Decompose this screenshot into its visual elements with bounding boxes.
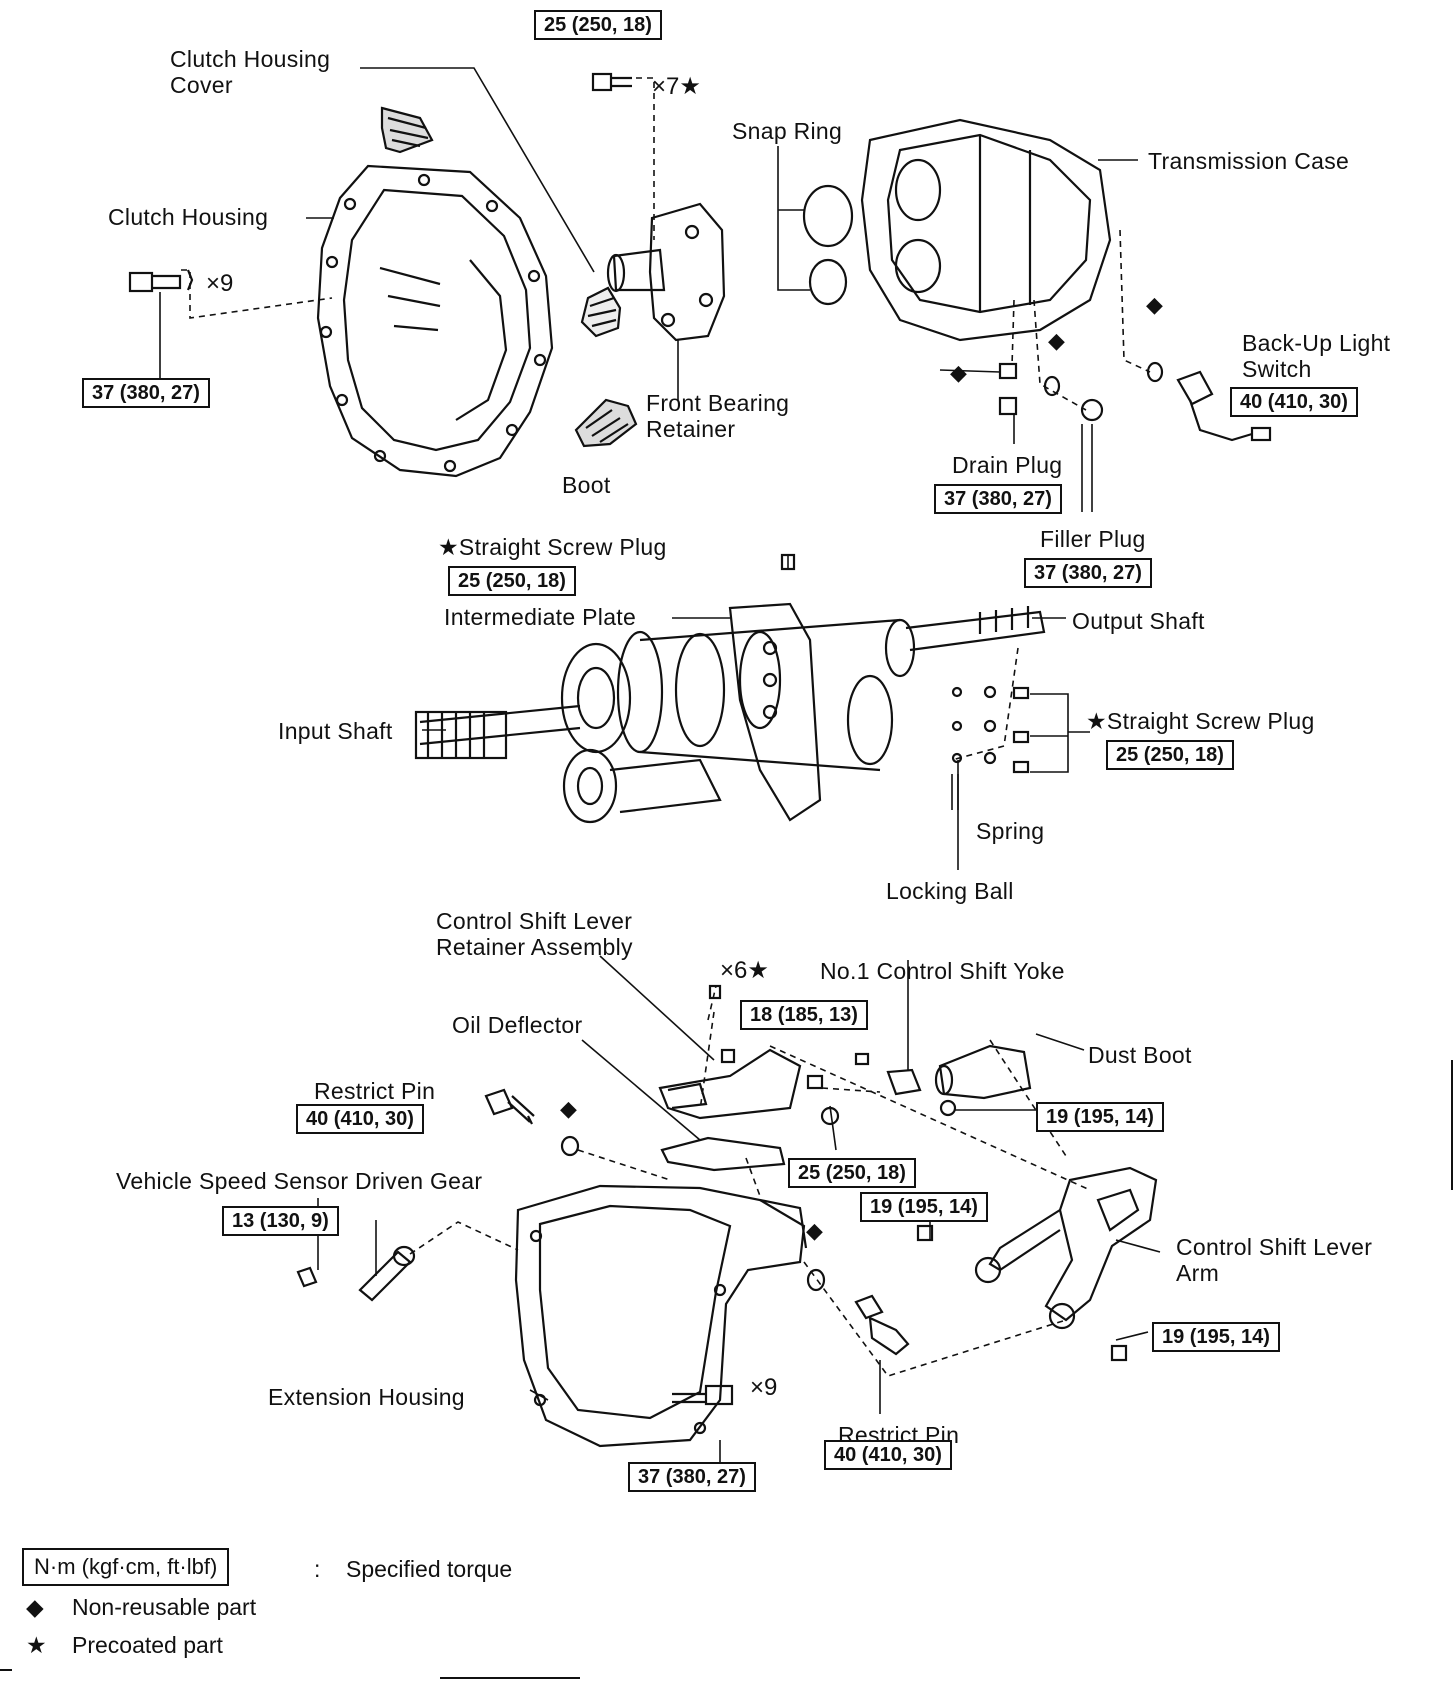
page-edge-marks bbox=[0, 1060, 1453, 1679]
restrict-pin-upper-part bbox=[484, 1088, 535, 1125]
torque-filler-plug: 37 (380, 27) bbox=[1024, 558, 1152, 588]
speed-sensor-driven-gear-part bbox=[296, 1245, 416, 1302]
torque-lever-arm-upper: 19 (195, 14) bbox=[860, 1192, 988, 1222]
multiplier-retainer-assembly: ×6★ bbox=[720, 957, 769, 984]
torque-extension-housing-bolts: 37 (380, 27) bbox=[628, 1462, 756, 1492]
label-no1-control-shift-yoke: No.1 Control Shift Yoke bbox=[820, 958, 1065, 984]
non-reusable-marker: ◆ bbox=[950, 360, 967, 385]
multiplier-extension-housing: ×9 bbox=[750, 1374, 778, 1401]
control-shift-lever-arm-part bbox=[974, 1166, 1158, 1330]
torque-retainer-assembly-bolts: 18 (185, 13) bbox=[740, 1000, 868, 1030]
dust-boot-part bbox=[934, 1044, 1032, 1117]
torque-oil-deflector-bolt: 25 (250, 18) bbox=[788, 1158, 916, 1188]
label-drain-plug: Drain Plug bbox=[952, 452, 1063, 478]
drain-plug-part bbox=[998, 362, 1018, 416]
extension-housing-part bbox=[514, 1184, 808, 1448]
legend-diamond-symbol: ◆ bbox=[26, 1594, 44, 1620]
bolt-part bbox=[1110, 1344, 1128, 1362]
multiplier-front-retainer: ×7★ bbox=[652, 73, 701, 100]
restrict-pin-lower-part bbox=[854, 1294, 910, 1356]
label-vehicle-speed-sensor-driven-gear: Vehicle Speed Sensor Driven Gear bbox=[116, 1168, 483, 1194]
oil-deflector-part bbox=[660, 1136, 786, 1172]
bolt-part bbox=[672, 1392, 706, 1404]
transmission-case-part bbox=[860, 118, 1112, 342]
legend-non-reusable-part: Non-reusable part bbox=[72, 1594, 257, 1620]
label-straight-screw-plug-top-text: Straight Screw Plug bbox=[458, 534, 667, 560]
label-control-shift-lever-retainer: Control Shift Lever Retainer Assembly bbox=[436, 908, 633, 960]
bolt-part bbox=[806, 1074, 824, 1090]
back-up-light-switch-part bbox=[1146, 361, 1272, 442]
torque-speed-sensor: 13 (130, 9) bbox=[222, 1206, 339, 1236]
bolt-part bbox=[708, 984, 722, 1000]
label-straight-screw-plug-top: ★Straight Screw Plug bbox=[438, 534, 667, 560]
legend-precoated-part: Precoated part bbox=[72, 1632, 223, 1658]
non-reusable-marker: ◆ bbox=[1146, 292, 1163, 317]
filler-plug-part bbox=[1043, 375, 1104, 422]
legend-star-symbol: ★ bbox=[26, 1632, 47, 1658]
legend-torque-unit-box: N·m (kgf·cm, ft·lbf) bbox=[22, 1548, 230, 1586]
torque-straight-screw-plug-right: 25 (250, 18) bbox=[1106, 740, 1234, 770]
label-dust-boot: Dust Boot bbox=[1088, 1042, 1192, 1068]
label-clutch-housing-cover: Clutch Housing Cover bbox=[170, 46, 331, 98]
torque-lever-arm-lower: 19 (195, 14) bbox=[1152, 1322, 1280, 1352]
torque-restrict-pin-upper: 40 (410, 30) bbox=[296, 1104, 424, 1134]
star-symbol: ★ bbox=[1086, 708, 1107, 734]
non-reusable-marker: ◆ bbox=[560, 1096, 577, 1121]
label-intermediate-plate: Intermediate Plate bbox=[444, 604, 637, 630]
bolt-part bbox=[611, 76, 632, 88]
torque-straight-screw-plug-top: 25 (250, 18) bbox=[448, 566, 576, 596]
label-filler-plug: Filler Plug bbox=[1040, 526, 1146, 552]
bolt-part bbox=[591, 72, 613, 92]
label-spring: Spring bbox=[976, 818, 1045, 844]
label-oil-deflector: Oil Deflector bbox=[452, 1012, 583, 1038]
label-input-shaft: Input Shaft bbox=[278, 718, 393, 744]
legend-colon: : bbox=[314, 1556, 321, 1582]
non-reusable-marker: ◆ bbox=[1048, 328, 1065, 353]
label-boot: Boot bbox=[562, 472, 611, 498]
legend-specified-torque: Specified torque bbox=[346, 1556, 513, 1582]
boot-lower-part bbox=[574, 398, 638, 448]
non-reusable-marker: ◆ bbox=[806, 1218, 823, 1243]
label-clutch-housing: Clutch Housing bbox=[108, 204, 269, 230]
snap-ring-part bbox=[802, 184, 854, 306]
torque-restrict-pin-lower: 40 (410, 30) bbox=[824, 1440, 952, 1470]
torque-clutch-housing-bolts: 37 (380, 27) bbox=[82, 378, 210, 408]
star-symbol: ★ bbox=[438, 534, 459, 560]
washer-part bbox=[806, 1268, 826, 1292]
multiplier-clutch-housing: ×9 bbox=[206, 270, 234, 297]
torque-dust-boot: 19 (195, 14) bbox=[1036, 1102, 1164, 1132]
locking-ball-spring-part bbox=[951, 685, 1030, 774]
torque-back-up-light-switch: 40 (410, 30) bbox=[1230, 387, 1358, 417]
label-locking-ball: Locking Ball bbox=[886, 878, 1014, 904]
clutch-housing-cover-part bbox=[380, 106, 434, 154]
label-extension-housing: Extension Housing bbox=[268, 1384, 465, 1410]
label-control-shift-lever-arm: Control Shift Lever Arm bbox=[1176, 1234, 1373, 1286]
front-bearing-retainer-part bbox=[606, 202, 726, 342]
clutch-housing-part bbox=[316, 164, 554, 478]
label-restrict-pin-upper: Restrict Pin bbox=[314, 1078, 436, 1104]
washer-part bbox=[560, 1135, 580, 1157]
leader-lines bbox=[159, 67, 1161, 1470]
torque-drain-plug: 37 (380, 27) bbox=[934, 484, 1062, 514]
boot-part bbox=[580, 286, 622, 338]
label-front-bearing-retainer: Front Bearing Retainer bbox=[646, 390, 790, 442]
label-snap-ring: Snap Ring bbox=[732, 118, 843, 144]
bolt-part bbox=[720, 1048, 736, 1064]
label-back-up-light-switch: Back-Up Light Switch bbox=[1242, 330, 1391, 382]
clutch-housing-bolt-part bbox=[128, 269, 194, 293]
bolt-part bbox=[916, 1224, 934, 1242]
torque-front-retainer-bolts: 25 (250, 18) bbox=[534, 10, 662, 40]
gear-assembly-part bbox=[414, 602, 1046, 824]
control-shift-lever-retainer-part bbox=[658, 1048, 802, 1120]
label-straight-screw-plug-right-text: Straight Screw Plug bbox=[1106, 708, 1315, 734]
label-transmission-case: Transmission Case bbox=[1148, 148, 1350, 174]
control-shift-yoke-part bbox=[854, 1052, 922, 1096]
label-output-shaft: Output Shaft bbox=[1072, 608, 1205, 634]
label-straight-screw-plug-right: ★Straight Screw Plug bbox=[1086, 708, 1315, 734]
